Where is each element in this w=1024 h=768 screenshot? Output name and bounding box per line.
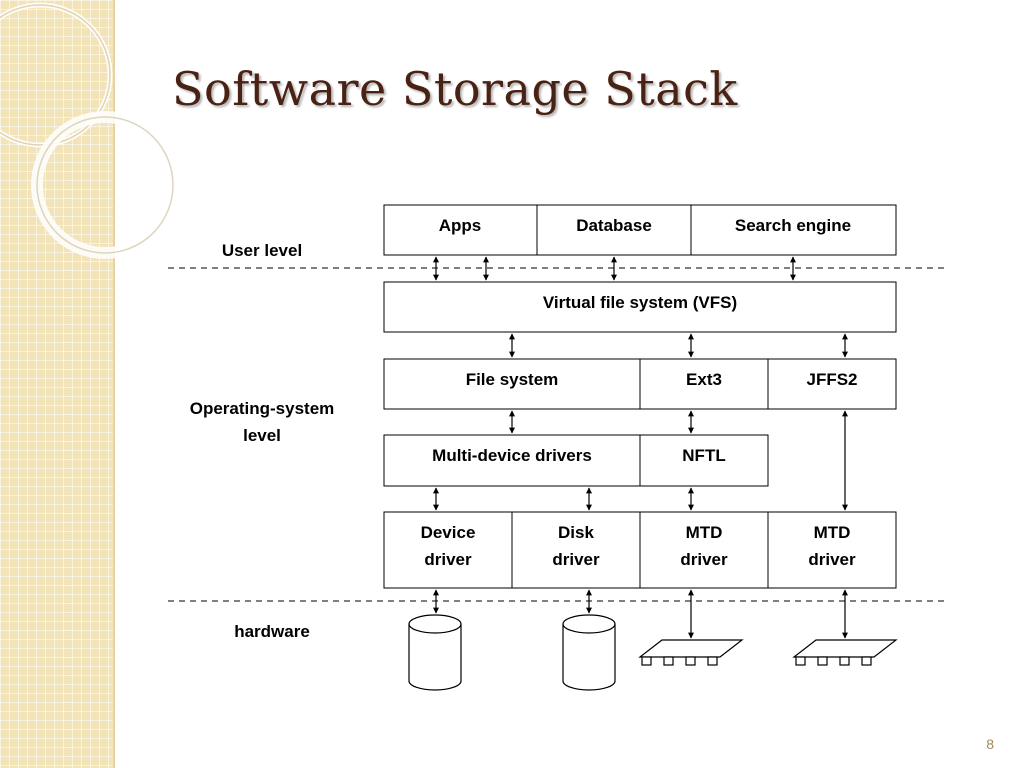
translation-layer-row: [383, 434, 769, 487]
user-applications-row: [383, 204, 897, 256]
ext3-label: Ext3: [686, 370, 722, 389]
disk-driver-label-line2: driver: [552, 550, 600, 569]
mtd-driver-box-2: [767, 511, 897, 589]
cylinder-disk-icon: [408, 614, 462, 691]
apps-box: [383, 204, 538, 256]
multi-device-drivers-box: [383, 434, 641, 487]
search-engine-label: Search engine: [735, 216, 851, 235]
vfs-box: [383, 281, 897, 333]
connector-arrows: [433, 256, 848, 639]
os-level-label-line1: Operating-system: [190, 399, 335, 418]
os-level-label-line2: level: [243, 426, 281, 445]
file-systems-row: [383, 358, 897, 410]
ext3-box: [639, 358, 769, 410]
mtd-driver-2-label-line1: MTD: [814, 523, 851, 542]
mtd-driver-1-label-line2: driver: [680, 550, 728, 569]
disk-driver-label-line1: Disk: [558, 523, 594, 542]
page-number: 8: [986, 736, 994, 752]
mtd-driver-2-label-line2: driver: [808, 550, 856, 569]
multi-device-drivers-label: Multi-device drivers: [432, 446, 592, 465]
drivers-row: [383, 511, 897, 589]
user-level-label: User level: [222, 241, 302, 260]
device-driver-label-line1: Device: [421, 523, 476, 542]
nftl-box: [639, 434, 769, 487]
jffs2-label: JFFS2: [806, 370, 857, 389]
search-engine-box: [690, 204, 897, 256]
jffs2-box: [767, 358, 897, 410]
database-box: [536, 204, 692, 256]
decorative-circles: [0, 2, 179, 259]
slide-title: Software Storage Stack: [172, 62, 738, 116]
cylinder-disk-icon: [562, 614, 616, 691]
disk-driver-box: [511, 511, 641, 589]
mtd-driver-box-1: [639, 511, 769, 589]
flash-chip-icon: [638, 639, 744, 666]
decorative-side-strip: [0, 0, 115, 768]
file-system-box: [383, 358, 641, 410]
flash-chip-icon: [792, 639, 898, 666]
hardware-level-label: hardware: [234, 622, 310, 641]
nftl-label: NFTL: [682, 446, 725, 465]
apps-label: Apps: [439, 216, 482, 235]
device-driver-box: [383, 511, 513, 589]
file-system-label: File system: [466, 370, 559, 389]
mtd-driver-1-label-line1: MTD: [686, 523, 723, 542]
device-driver-label-line2: driver: [424, 550, 472, 569]
database-label: Database: [576, 216, 652, 235]
vfs-label: Virtual file system (VFS): [543, 293, 737, 312]
